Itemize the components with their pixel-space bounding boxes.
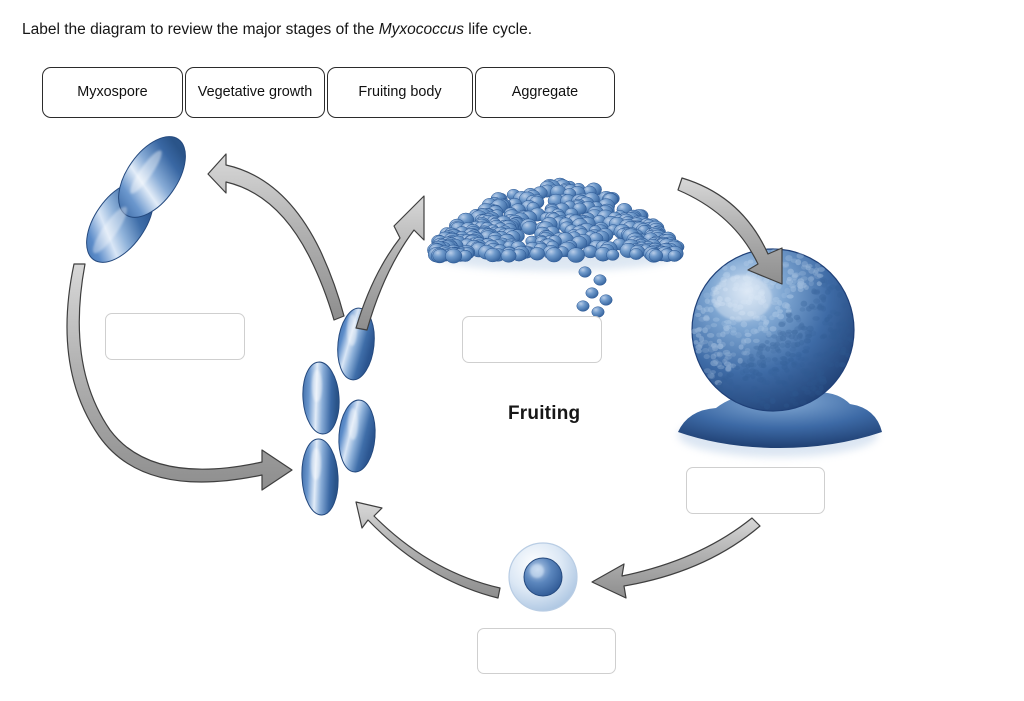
illustration-dividing-cells — [86, 136, 186, 263]
arrow-fruiting-to-myxospore — [591, 517, 761, 599]
dropbox-fruiting-body[interactable] — [686, 467, 825, 514]
illustration-rod-cluster — [301, 307, 376, 516]
label-chip-vegetative[interactable]: Vegetative growth — [185, 67, 325, 118]
diagram-caption-fruiting: Fruiting — [508, 403, 581, 424]
dropbox-vegetative-growth[interactable] — [105, 313, 245, 360]
arrow-dividing-to-cluster — [66, 263, 293, 491]
arrow-cluster-to-aggregate — [355, 195, 425, 331]
life-cycle-diagram — [0, 130, 1024, 701]
prompt-text-after: life cycle. — [463, 21, 533, 38]
label-chip-fruiting-body[interactable]: Fruiting body — [327, 67, 473, 118]
label-chip-vegetative-text: Vegetative growth — [197, 84, 313, 100]
arrow-myxospore-to-cluster — [355, 501, 501, 599]
page-title: Label the diagram to review the major st… — [22, 20, 532, 40]
label-chip-aggregate[interactable]: Aggregate — [475, 67, 615, 118]
dropbox-myxospore[interactable] — [477, 628, 616, 674]
dropbox-aggregate[interactable] — [462, 316, 602, 363]
label-chip-aggregate-text: Aggregate — [511, 84, 579, 100]
prompt-text-before: Label the diagram to review the major st… — [22, 21, 379, 38]
arrow-aggregate-to-fruiting — [677, 177, 783, 285]
label-chip-tray: Myxospore Vegetative growth Fruiting bod… — [42, 67, 615, 118]
arrow-cluster-to-dividing — [207, 153, 345, 321]
label-chip-fruiting-body-text: Fruiting body — [358, 84, 442, 100]
illustration-myxospore — [508, 542, 578, 612]
illustration-fruiting-body — [678, 248, 882, 457]
organism-name: Myxococcus — [378, 21, 464, 38]
label-chip-myxospore-text: Myxospore — [77, 84, 148, 100]
label-chip-myxospore[interactable]: Myxospore — [42, 67, 183, 118]
illustration-aggregate-mound — [427, 177, 685, 318]
